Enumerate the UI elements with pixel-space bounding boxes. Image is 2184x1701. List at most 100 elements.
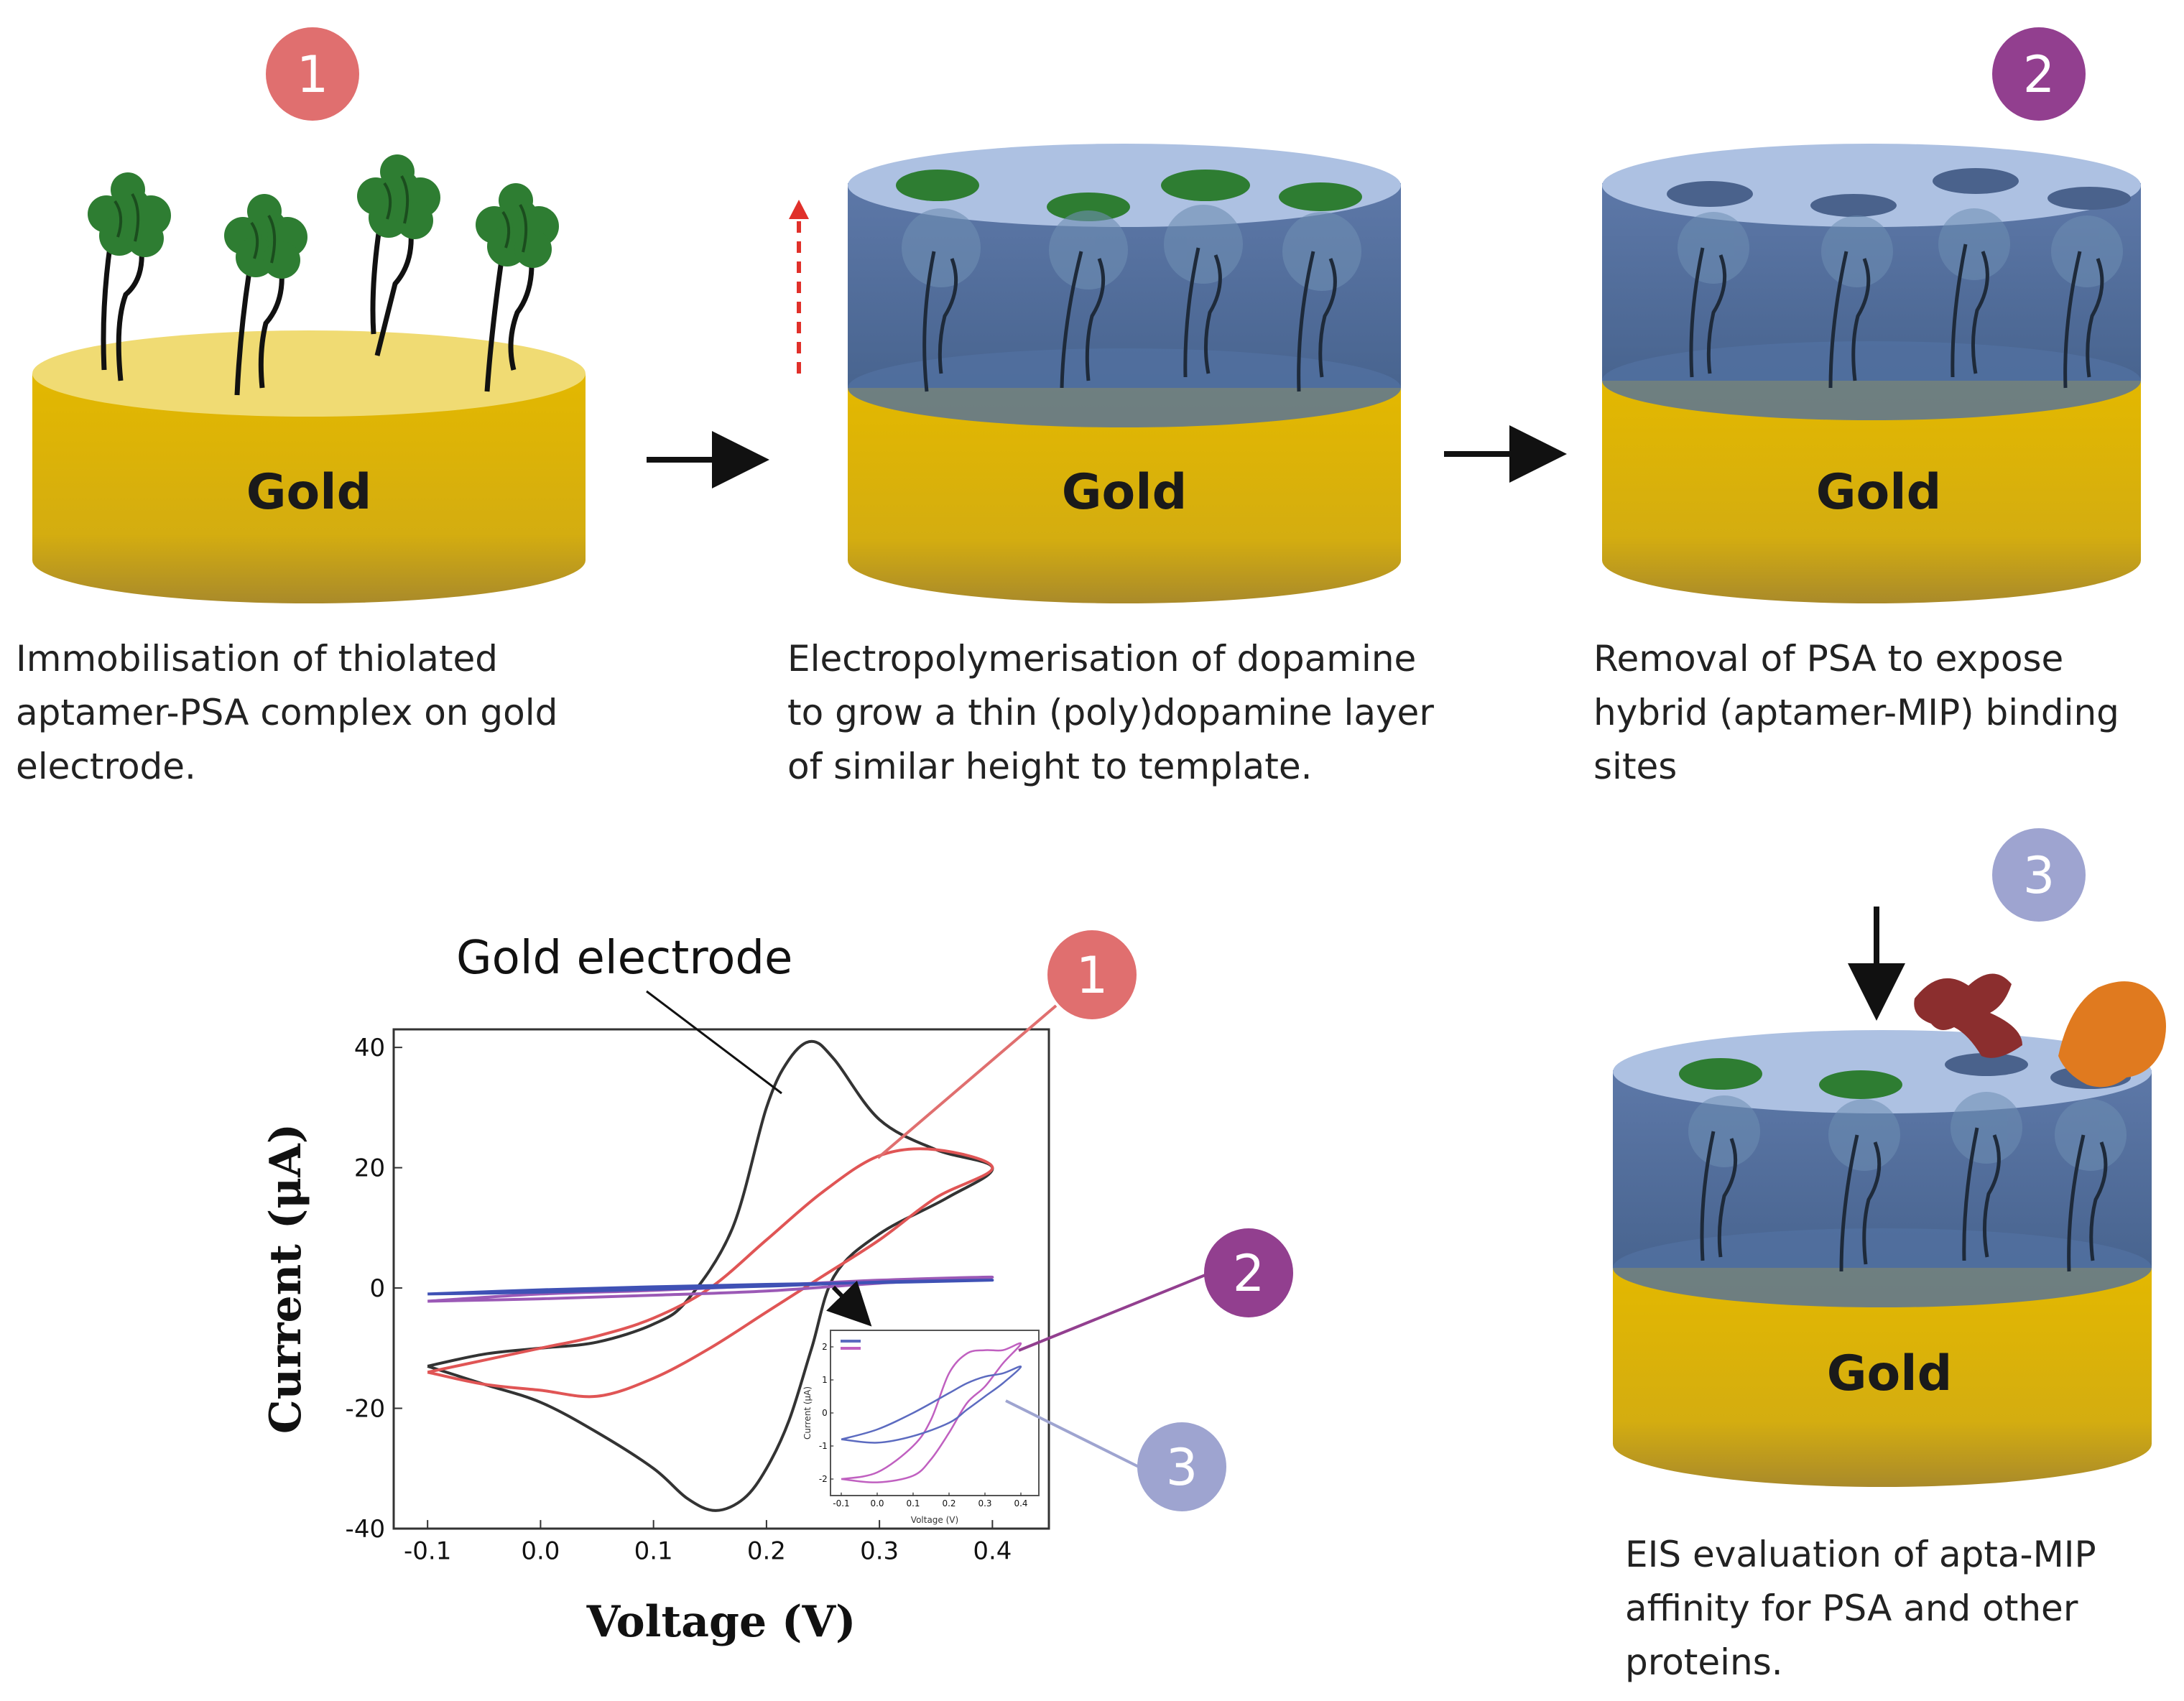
badge-circle <box>1992 27 2086 121</box>
polymer-top <box>1602 144 2141 227</box>
main-y-tick-label: 20 <box>354 1154 385 1182</box>
caption-line: sites <box>1593 746 1678 787</box>
aptamer-psa-complexes <box>86 153 560 396</box>
gold-label: Gold <box>1062 464 1188 521</box>
cv-curves <box>427 1039 994 1512</box>
caption-line: aptamer-PSA complex on gold <box>16 692 558 733</box>
main-curve-step3 <box>427 1279 994 1296</box>
badge-step2: 2 <box>1992 27 2086 121</box>
embedded-aptamers <box>1700 1127 2108 1272</box>
inset-y-tick-label: 1 <box>822 1375 828 1385</box>
electrode-step4: Gold <box>1613 973 2166 1487</box>
caption-line: Immobilisation of thiolated <box>16 638 499 680</box>
inset-curves <box>841 1342 1022 1483</box>
inset-y-title: Current (μA) <box>802 1386 813 1440</box>
chart-badge-2: 2 <box>1204 1228 1293 1317</box>
main-y-tick-label: 0 <box>369 1274 385 1303</box>
caption-line: of similar height to template. <box>787 746 1313 787</box>
main-y-tick-label: -20 <box>346 1394 386 1423</box>
inset-curve-step3 <box>841 1365 1022 1444</box>
gold-body <box>32 374 586 603</box>
badge-circle <box>1992 828 2086 922</box>
main-curve-gold <box>427 1039 994 1512</box>
site-shadows <box>1688 1092 2127 1171</box>
caption-step1: Immobilisation of thiolated aptamer-PSA … <box>16 632 609 794</box>
badge-circle <box>1204 1228 1293 1317</box>
badge-number: 3 <box>2023 846 2055 905</box>
arrow-up-icon <box>789 200 809 219</box>
inset-x-title: Voltage (V) <box>911 1515 958 1525</box>
callout-line-2 <box>1018 1271 1211 1352</box>
inset-y-tick-label: -2 <box>819 1474 828 1484</box>
badge-number: 2 <box>1233 1244 1265 1303</box>
badge-circle <box>1137 1422 1226 1511</box>
caption-line: affinity for PSA and other <box>1625 1588 2078 1629</box>
main-x-tick-label: 0.3 <box>860 1537 899 1566</box>
caption-step4: EIS evaluation of apta-MIP affinity for … <box>1625 1528 2164 1690</box>
polymer-interface <box>848 348 1401 427</box>
competitor-protein <box>1914 973 2022 1058</box>
callout-line-3 <box>1005 1399 1139 1468</box>
cv-chart: -0.1 0.0 0.1 0.2 0.3 0.4 40 20 0 -20 -40 Voltage (… <box>261 1028 1050 1647</box>
x-axis-title: Voltage (V) <box>586 1597 856 1647</box>
cavity-shadows <box>1678 208 2123 287</box>
gold-label: Gold <box>246 464 372 521</box>
gold-label: Gold <box>1827 1345 1953 1402</box>
polymer-top <box>1613 1030 2152 1113</box>
main-x-tick-label: 0.4 <box>973 1537 1012 1566</box>
badge-number: 3 <box>1166 1438 1198 1497</box>
inset-y-tick-label: 2 <box>822 1342 828 1352</box>
caption-line: hybrid (aptamer-MIP) binding <box>1593 692 2119 733</box>
main-x-tick-label: 0.1 <box>634 1537 673 1566</box>
main-y-tick-label: -40 <box>346 1515 386 1544</box>
embedded-templates <box>896 170 1362 221</box>
polymer-interface <box>1602 341 2141 420</box>
main-curve-step1 <box>427 1147 994 1399</box>
main-x-tick-label: 0.0 <box>521 1537 560 1566</box>
caption-line: to grow a thin (poly)dopamine layer <box>787 692 1434 733</box>
rebound-psa <box>1679 1058 1902 1099</box>
badge-step3: 3 <box>1992 828 2086 922</box>
main-x-tick-label: 0.2 <box>747 1537 786 1566</box>
badge-number: 1 <box>1076 946 1109 1005</box>
embedded-template-shadows <box>902 205 1361 291</box>
badge-number: 1 <box>297 45 329 104</box>
gold-top <box>32 330 586 417</box>
inset-x-tick-label: -0.1 <box>833 1498 849 1508</box>
caption-line: Removal of PSA to expose <box>1593 638 2064 680</box>
caption-step3: Removal of PSA to expose hybrid (aptamer… <box>1593 632 2168 794</box>
binding-cavities <box>1667 168 2131 217</box>
zoom-arrow-icon <box>825 1280 872 1327</box>
caption-line: electrode. <box>16 746 196 787</box>
inset-curve-step2 <box>841 1342 1022 1483</box>
annotation-leader <box>646 990 782 1095</box>
chart-badge-3: 3 <box>1137 1422 1226 1511</box>
y-axis-title: Current (μA) <box>261 1123 311 1434</box>
gold-body <box>1613 1268 2152 1487</box>
badge-circle <box>1047 930 1137 1019</box>
inset-legend-swatch <box>841 1347 861 1350</box>
inset-x-tick-label: 0.4 <box>1014 1498 1027 1508</box>
electrode-step2: Gold <box>848 144 1401 603</box>
inset-y-tick-label: -1 <box>819 1441 828 1451</box>
inset-x-tick-label: 0.1 <box>906 1498 920 1508</box>
inset-x-tick-label: 0.2 <box>942 1498 956 1508</box>
other-protein <box>2058 981 2166 1088</box>
gold-body <box>848 388 1401 603</box>
gold-label: Gold <box>1816 464 1942 521</box>
electrode-step1: Gold <box>32 153 586 603</box>
badge-step1: 1 <box>266 27 359 121</box>
caption-line: proteins. <box>1625 1641 1783 1683</box>
badge-circle <box>266 27 359 121</box>
callout-line-1 <box>876 1004 1058 1159</box>
main-y-tick-label: 40 <box>354 1034 385 1062</box>
caption-step2: Electropolymerisation of dopamine to gro… <box>787 632 1466 794</box>
electrode-step3: Gold <box>1602 144 2141 603</box>
axis-ticks: -0.1 0.0 0.1 0.2 0.3 0.4 40 20 0 -20 -40 <box>346 1034 1012 1565</box>
polymer-top <box>848 144 1401 227</box>
inset-legend-swatch <box>841 1340 861 1343</box>
gold-body <box>1602 381 2141 603</box>
